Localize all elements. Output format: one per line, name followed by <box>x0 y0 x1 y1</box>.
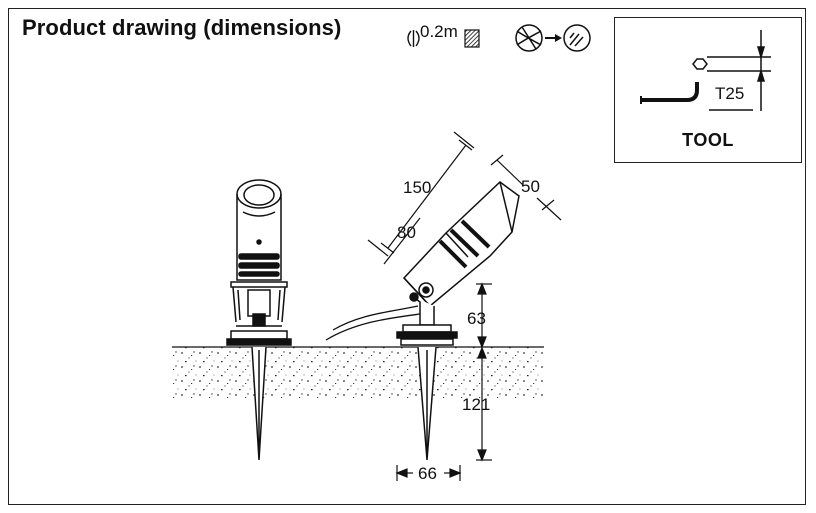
dim-body-length: 150 <box>403 178 431 197</box>
tool-label: TOOL <box>682 130 734 150</box>
hatched-square-icon <box>464 29 480 48</box>
dim-diameter: 50 <box>521 177 540 196</box>
spotlight-front-view <box>226 179 292 461</box>
dim-spike-length: 121 <box>462 395 490 414</box>
dimension-lines <box>367 131 562 481</box>
torx-size-label: T25 <box>715 84 745 103</box>
tool-box: T25 TOOL <box>614 17 802 163</box>
arrow-right-icon <box>545 34 562 42</box>
torx-key-icon <box>640 30 771 111</box>
min-distance-icon <box>407 30 420 47</box>
dim-body-segment: 80 <box>397 223 416 242</box>
glass-replace-icon <box>515 24 543 52</box>
spotlight-side-view <box>325 181 520 461</box>
dim-mount-height: 63 <box>467 309 486 328</box>
page-title: Product drawing (dimensions) <box>22 15 342 40</box>
clean-glass-icon <box>563 24 591 52</box>
min-distance-label: 0.2m <box>420 22 458 41</box>
ground <box>172 346 544 399</box>
dim-spike-width: 66 <box>418 464 437 483</box>
